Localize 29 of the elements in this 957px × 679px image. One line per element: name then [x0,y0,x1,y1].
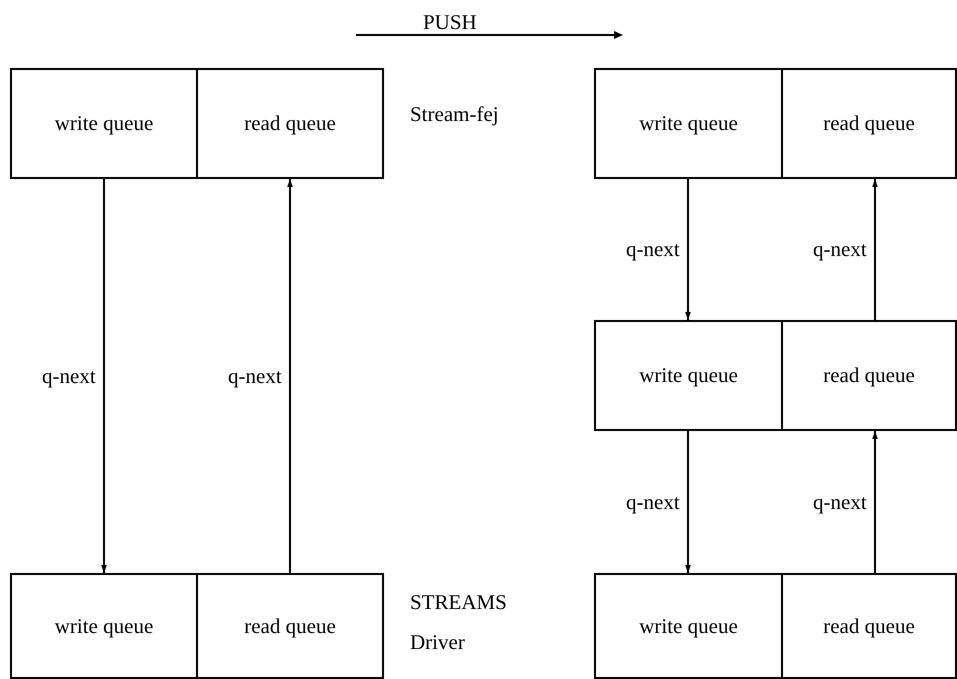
queue-name: read queue [823,363,915,388]
text-label: PUSH [423,10,477,35]
queue-name: write queue [639,111,738,136]
text-label: STREAMS Driver [410,589,508,656]
queue-name: read queue [244,614,336,638]
queue-box [196,68,384,179]
queue-box [781,320,957,431]
arrow [685,431,691,573]
queue-name: write queue [639,363,738,388]
queue-box [594,573,783,679]
arrow [287,179,293,573]
queue-box [781,68,957,179]
text-label: Stream-fej [410,102,499,127]
queue-name: read queue [823,614,915,638]
queue-box [10,68,198,179]
queue-name: write queue [54,111,154,136]
queue-box [594,68,783,179]
queue-name: write queue [54,614,154,638]
queue-name: read queue [823,111,915,136]
queue-box [781,573,957,679]
queue-name: read queue [244,111,336,136]
arrow [685,179,691,320]
queue-box [196,573,384,679]
arrow [101,179,107,573]
queue-box [594,320,783,431]
arrow [872,431,878,573]
arrow [872,179,878,320]
queue-box [10,573,198,679]
queue-name: write queue [639,614,738,638]
